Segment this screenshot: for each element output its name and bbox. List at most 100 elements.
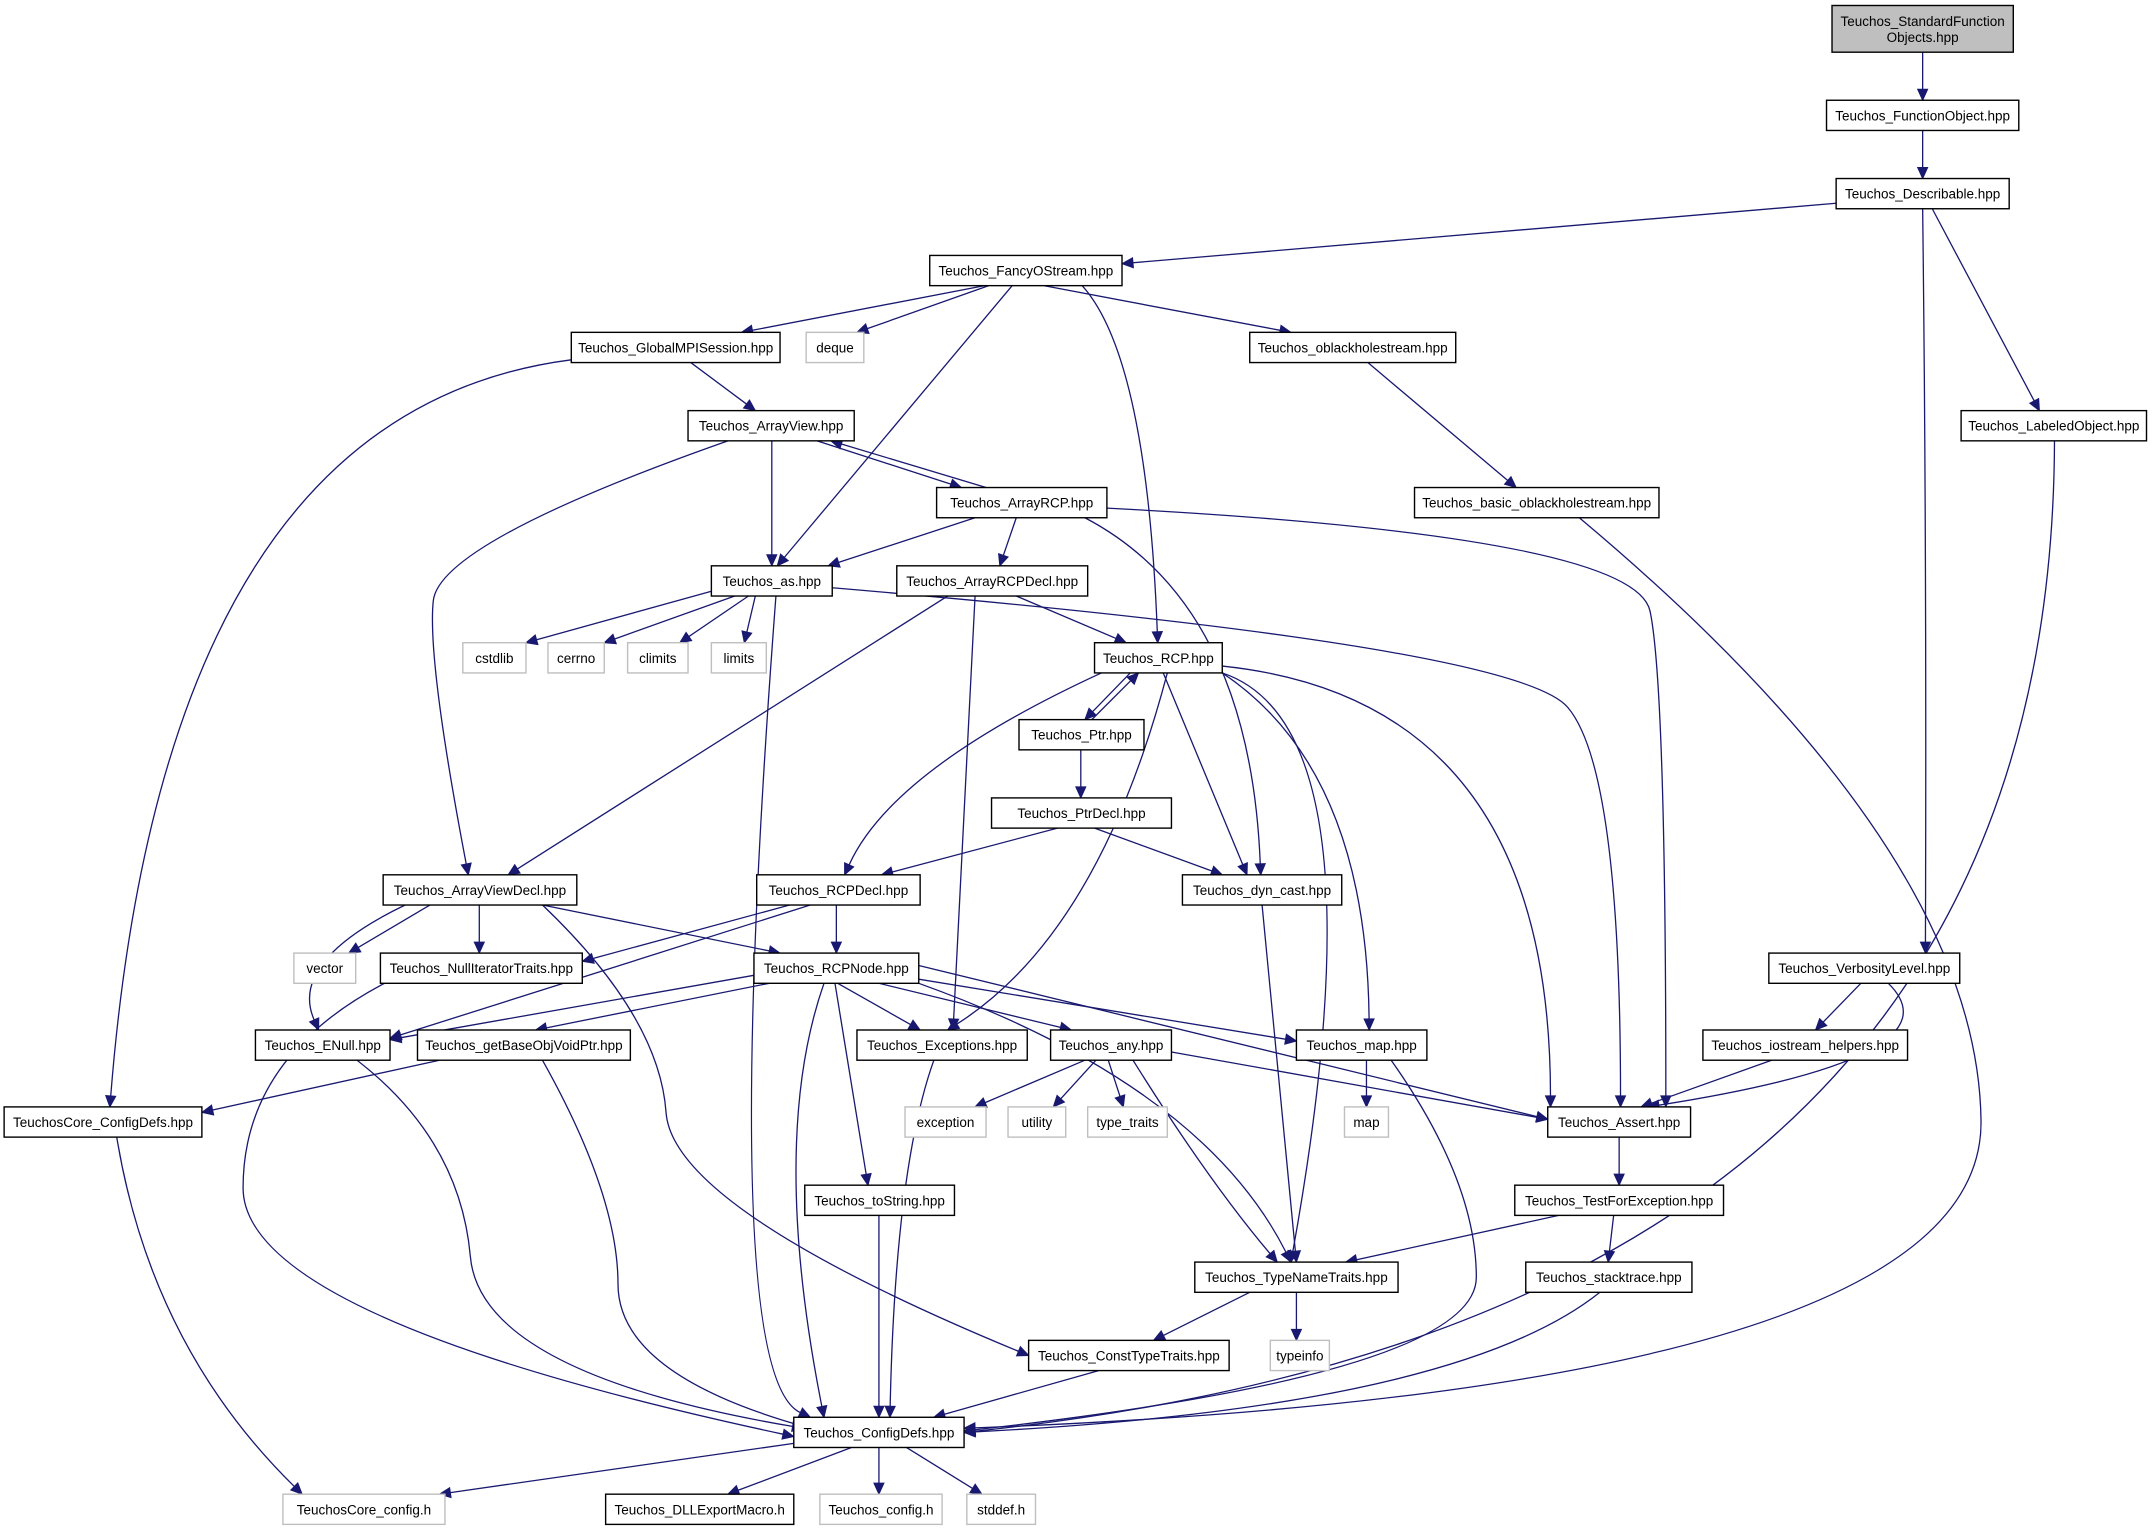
- edge-arrowhead: [830, 941, 843, 955]
- node-any[interactable]: Teuchos_any.hpp: [1049, 1029, 1173, 1061]
- node-arcpd[interactable]: Teuchos_ArrayRCPDecl.hpp: [896, 565, 1089, 597]
- edge-line: [690, 362, 747, 405]
- node-nit[interactable]: Teuchos_NullIteratorTraits.hpp: [379, 952, 583, 985]
- edge-line: [357, 904, 431, 949]
- edge-arrowhead: [1075, 786, 1087, 800]
- edge-arrowhead: [816, 1404, 828, 1419]
- node-fo[interactable]: Teuchos_FunctionObject.hpp: [1825, 99, 2020, 132]
- node-tnt[interactable]: Teuchos_TypeNameTraits.hpp: [1194, 1261, 1399, 1293]
- edge-line: [974, 440, 2056, 1432]
- edge-line: [816, 440, 952, 485]
- node-limits: limits: [710, 642, 768, 674]
- node-arcp[interactable]: Teuchos_ArrayRCP.hpp: [935, 486, 1108, 519]
- node-as[interactable]: Teuchos_as.hpp: [710, 565, 833, 597]
- node-ptr[interactable]: Teuchos_Ptr.hpp: [1018, 718, 1145, 751]
- edge-arrowhead: [742, 399, 757, 412]
- node-box: [804, 1184, 956, 1217]
- node-box: [626, 642, 689, 674]
- node-assert[interactable]: Teuchos_Assert.hpp: [1547, 1106, 1692, 1138]
- edge-rcpn-to-enull: [388, 974, 756, 1044]
- node-box: [1269, 1339, 1331, 1372]
- node-ctt[interactable]: Teuchos_ConstTypeTraits.hpp: [1027, 1339, 1230, 1372]
- node-tostr[interactable]: Teuchos_toString.hpp: [804, 1184, 956, 1217]
- edge-ioh-to-assert: [1639, 1059, 1772, 1109]
- node-label: Teuchos_Ptr.hpp: [1031, 728, 1132, 743]
- node-desc[interactable]: Teuchos_Describable.hpp: [1835, 177, 2010, 210]
- node-dll[interactable]: Teuchos_DLLExportMacro.h: [604, 1493, 795, 1526]
- node-bobhs[interactable]: Teuchos_basic_oblackholestream.hpp: [1413, 486, 1660, 519]
- edge-arrowhead: [1151, 631, 1164, 644]
- node-label: Teuchos_ArrayViewDecl.hpp: [394, 883, 566, 898]
- edge-line: [837, 982, 911, 1026]
- node-verb[interactable]: Teuchos_VerbosityLevel.hpp: [1768, 952, 1961, 985]
- edge-arrowhead: [1360, 1095, 1373, 1109]
- node-stddef: stddef.h: [966, 1493, 1037, 1526]
- edge-line: [1822, 982, 1862, 1023]
- node-cd[interactable]: Teuchos_ConfigDefs.hpp: [793, 1416, 965, 1449]
- edge-rcp-to-assert: [1222, 665, 1557, 1109]
- node-tcc: TeuchosCore_config.h: [282, 1493, 446, 1526]
- node-exception: exception: [904, 1106, 987, 1138]
- node-lobj[interactable]: Teuchos_LabeledObject.hpp: [1960, 409, 2148, 442]
- edge-line: [783, 285, 1013, 558]
- node-rcpn[interactable]: Teuchos_RCPNode.hpp: [753, 952, 920, 985]
- edge-ptrd-to-dyn: [1094, 827, 1224, 877]
- node-ccd[interactable]: TeuchosCore_ConfigDefs.hpp: [3, 1106, 203, 1138]
- edge-fos-to-deque: [855, 285, 990, 334]
- node-label: Teuchos_map.hpp: [1306, 1038, 1416, 1053]
- edge-arrowhead: [1363, 1018, 1375, 1032]
- node-ptrd[interactable]: Teuchos_PtrDecl.hpp: [990, 797, 1173, 829]
- node-box: [570, 331, 781, 364]
- node-ioh[interactable]: Teuchos_iostream_helpers.hpp: [1702, 1029, 1909, 1061]
- edge-arrowhead: [1015, 1345, 1030, 1357]
- node-st[interactable]: Teuchos_stacktrace.hpp: [1525, 1261, 1693, 1293]
- edge-line: [1356, 1214, 1559, 1261]
- edge-avd-to-ctt: [542, 904, 1030, 1357]
- edge-line: [1608, 1215, 1615, 1252]
- node-obhs[interactable]: Teuchos_oblackholestream.hpp: [1249, 331, 1457, 364]
- edge-rcpn-to-cd: [795, 983, 828, 1419]
- node-box: [1960, 409, 2148, 442]
- edge-line: [1043, 285, 1281, 331]
- node-rcp[interactable]: Teuchos_RCP.hpp: [1093, 642, 1223, 674]
- node-box: [604, 1493, 795, 1526]
- node-label: stddef.h: [977, 1502, 1025, 1517]
- node-gbovp[interactable]: Teuchos_getBaseObjVoidPtr.hpp: [416, 1029, 632, 1061]
- node-map[interactable]: Teuchos_map.hpp: [1295, 1029, 1428, 1061]
- node-tfe[interactable]: Teuchos_TestForException.hpp: [1514, 1184, 1725, 1217]
- node-rcpd[interactable]: Teuchos_RCPDecl.hpp: [756, 874, 921, 906]
- edge-verb-to-ioh: [1814, 982, 1862, 1031]
- edge-line: [750, 595, 801, 1414]
- node-label: Teuchos_dyn_cast.hpp: [1193, 883, 1331, 898]
- edge-line: [838, 517, 976, 564]
- edge-enull-to-cd: [356, 1059, 805, 1433]
- edge-arrowhead: [1614, 1095, 1627, 1109]
- edge-arcp-to-av: [829, 438, 987, 489]
- edge-line: [1016, 595, 1117, 640]
- node-box: [753, 952, 920, 985]
- edge-lobj-to-cd: [962, 440, 2056, 1437]
- node-enull[interactable]: Teuchos_ENull.hpp: [254, 1029, 391, 1061]
- node-box: [282, 1493, 446, 1526]
- node-dyn[interactable]: Teuchos_dyn_cast.hpp: [1181, 874, 1343, 906]
- node-av[interactable]: Teuchos_ArrayView.hpp: [687, 409, 855, 442]
- edge-arrowhead: [1544, 1095, 1557, 1109]
- graph-nodes: Teuchos_StandardFunctionObjects.hppTeuch…: [3, 4, 2148, 1526]
- edge-line: [906, 1446, 973, 1489]
- edge-line: [431, 440, 729, 865]
- edge-arcp-to-arcpd: [998, 517, 1017, 567]
- node-box: [710, 642, 768, 674]
- edge-rcpd-to-rcpn: [830, 905, 843, 955]
- node-exc[interactable]: Teuchos_Exceptions.hpp: [856, 1029, 1028, 1061]
- edge-arrowhead: [1084, 707, 1098, 721]
- node-gmpi[interactable]: Teuchos_GlobalMPISession.hpp: [570, 331, 781, 364]
- edge-arrowhead: [969, 1483, 983, 1495]
- node-fos[interactable]: Teuchos_FancyOStream.hpp: [929, 254, 1123, 287]
- edge-line: [592, 904, 790, 960]
- edge-line: [688, 595, 749, 638]
- node-avd[interactable]: Teuchos_ArrayViewDecl.hpp: [382, 874, 578, 906]
- node-box: [293, 952, 357, 985]
- edge-line: [542, 904, 770, 952]
- edge-line: [1367, 362, 1509, 481]
